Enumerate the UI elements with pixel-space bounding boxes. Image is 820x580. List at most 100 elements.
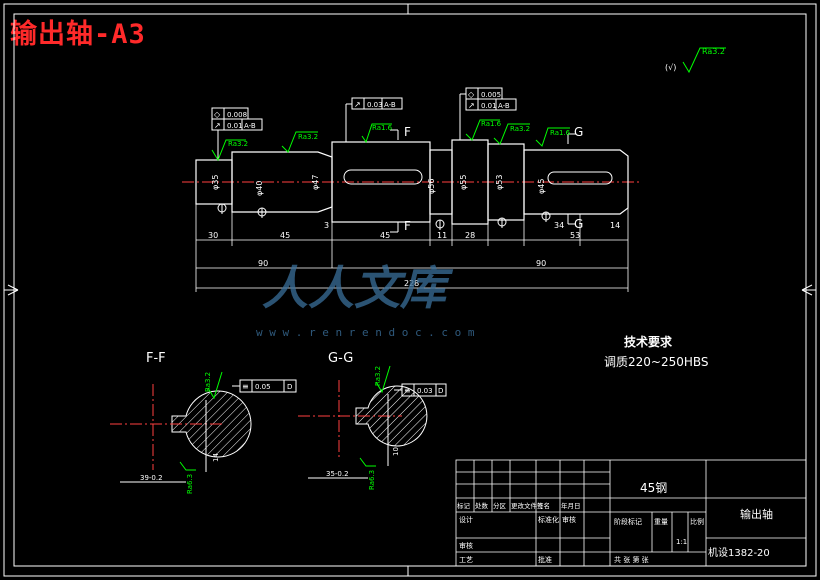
svg-text:↗: ↗: [468, 101, 475, 110]
left-arrow-mark: [7, 284, 19, 296]
svg-text:G: G: [574, 217, 583, 231]
general-roughness-symbol: (√) Ra3.2: [665, 47, 726, 74]
watermark: 人人文库 w w w . r e n r e n d o c . c o m: [256, 261, 475, 339]
svg-text:人人文库: 人人文库: [262, 261, 454, 315]
datum-e: [541, 211, 551, 222]
title-block-headers: 标记处数分区更改文件号签名年月日: [457, 501, 581, 510]
tb-review: 审核: [459, 541, 473, 550]
svg-text:A-B: A-B: [244, 122, 256, 130]
section-ff: 39-0.2 14 Ra3.2 Ra6.3 ≡ 0.05 D: [110, 371, 297, 494]
dia-label-a: φ35: [211, 175, 220, 190]
dim-45b: 45: [380, 231, 390, 240]
tb-design: 设计: [459, 515, 473, 524]
svg-text:w w w . r e n r e n d o c . c: w w w . r e n r e n d o c . c o m: [256, 326, 475, 339]
tb-standard: 标准化: [538, 515, 559, 524]
svg-text:0.05: 0.05: [255, 383, 271, 391]
datum-c: [435, 219, 445, 230]
svg-text:35-0.2: 35-0.2: [326, 470, 349, 478]
svg-text:39-0.2: 39-0.2: [140, 474, 163, 482]
dim-90b: 90: [536, 259, 546, 268]
tolerance-frame-3: ↗ 0.03 A-B: [345, 97, 403, 142]
svg-text:14: 14: [212, 453, 220, 462]
tb-std-sign: 审核: [562, 515, 576, 524]
title-block-header-cell: 标记: [457, 501, 471, 510]
svg-text:0.01: 0.01: [227, 122, 243, 130]
roughness-r5: Ra3.2: [493, 123, 530, 145]
datum-b: [257, 207, 267, 218]
dim-30: 30: [208, 231, 218, 240]
dim-45a: 45: [280, 231, 290, 240]
svg-text:Ra3.2: Ra3.2: [298, 133, 318, 141]
section-ff-label: F-F: [146, 351, 166, 366]
tech-req-heading: 技术要求: [624, 334, 673, 349]
dia-label-g: φ45: [537, 179, 546, 194]
svg-text:F: F: [404, 219, 411, 233]
title-block-material: 45钢: [640, 481, 667, 495]
svg-text:0.008: 0.008: [227, 111, 247, 119]
inner-border: [13, 13, 807, 567]
svg-text:0.01: 0.01: [481, 102, 497, 110]
svg-text:10: 10: [392, 447, 400, 456]
svg-text:D: D: [287, 383, 292, 391]
title-block-drawing-no: 机设1382-20: [708, 546, 770, 559]
roughness-top-value: Ra3.2: [702, 47, 725, 56]
dia-label-b: φ40: [255, 181, 264, 196]
svg-text:A-B: A-B: [384, 101, 396, 109]
svg-text:A-B: A-B: [498, 102, 510, 110]
tech-req-line1: 调质220~250HBS: [604, 355, 709, 369]
tb-sheets: 共 张 第 张: [614, 555, 649, 564]
svg-text:◇: ◇: [468, 90, 475, 99]
dim-14: 14: [610, 221, 620, 230]
svg-text:F: F: [404, 125, 411, 139]
tolerance-frame-1: ◇ 0.008 ↗ 0.01 A-B: [211, 107, 263, 160]
svg-text:Ra1.6: Ra1.6: [550, 129, 571, 137]
svg-text:◇: ◇: [214, 110, 221, 119]
datum-d: [497, 217, 507, 228]
svg-text:Ra3.2: Ra3.2: [510, 125, 530, 133]
tb-approve: 批准: [538, 555, 552, 564]
right-arrow-mark: [801, 284, 813, 296]
roughness-r3: Ra1.6: [361, 123, 393, 144]
title-block-scale: 1:1: [676, 538, 687, 546]
title-block-header-cell: 年月日: [561, 501, 581, 510]
drawing-title: 输出轴-A3: [10, 19, 146, 50]
section-mark-g: G G: [567, 125, 583, 231]
svg-text:Ra1.6: Ra1.6: [372, 124, 393, 132]
roughness-r6: Ra1.6: [535, 127, 571, 147]
section-mark-f: F F: [390, 125, 411, 233]
svg-text:↗: ↗: [354, 100, 361, 109]
svg-text:0.005: 0.005: [481, 91, 501, 99]
roughness-r2: Ra3.2: [281, 131, 318, 153]
title-block-header-cell: 分区: [493, 501, 507, 510]
svg-text:0.03: 0.03: [367, 101, 383, 109]
title-block-header-cell: 处数: [475, 501, 489, 510]
dim-28: 28: [465, 231, 475, 240]
roughness-r4: Ra1.6: [465, 119, 502, 141]
dia-label-f: φ53: [495, 175, 504, 190]
tolerance-frame-4: ◇ 0.005 ↗ 0.01 A-B: [459, 87, 517, 140]
section-gg: 35-0.2 10 Ra3.2 Ra6.3 ≡ 0.03 D: [298, 365, 447, 490]
dim-11: 11: [437, 231, 447, 240]
tb-scale-label: 比例: [690, 517, 704, 526]
svg-text:Ra6.3: Ra6.3: [368, 470, 376, 490]
roughness-r1: Ra3.2: [211, 139, 248, 162]
dia-label-c: φ47: [311, 175, 320, 190]
svg-text:Ra3.2: Ra3.2: [374, 366, 382, 386]
svg-text:Ra6.3: Ra6.3: [186, 474, 194, 494]
svg-text:≡: ≡: [242, 382, 249, 391]
title-block-part-name: 输出轴: [740, 507, 773, 521]
keyway-f: [343, 169, 423, 185]
roughness-note: (√): [665, 63, 676, 72]
svg-text:≡: ≡: [404, 386, 411, 395]
svg-text:0.03: 0.03: [417, 387, 433, 395]
dim-90a: 90: [258, 259, 268, 268]
section-gg-label: G-G: [328, 351, 353, 366]
dim-228: 228: [404, 279, 419, 288]
dimension-lines: [195, 204, 629, 292]
svg-text:Ra1.6: Ra1.6: [481, 120, 502, 128]
svg-text:↗: ↗: [214, 121, 221, 130]
tb-weight: 重量: [654, 518, 668, 526]
title-block-header-cell: 签名: [537, 501, 550, 510]
dia-label-e: φ55: [459, 175, 468, 190]
